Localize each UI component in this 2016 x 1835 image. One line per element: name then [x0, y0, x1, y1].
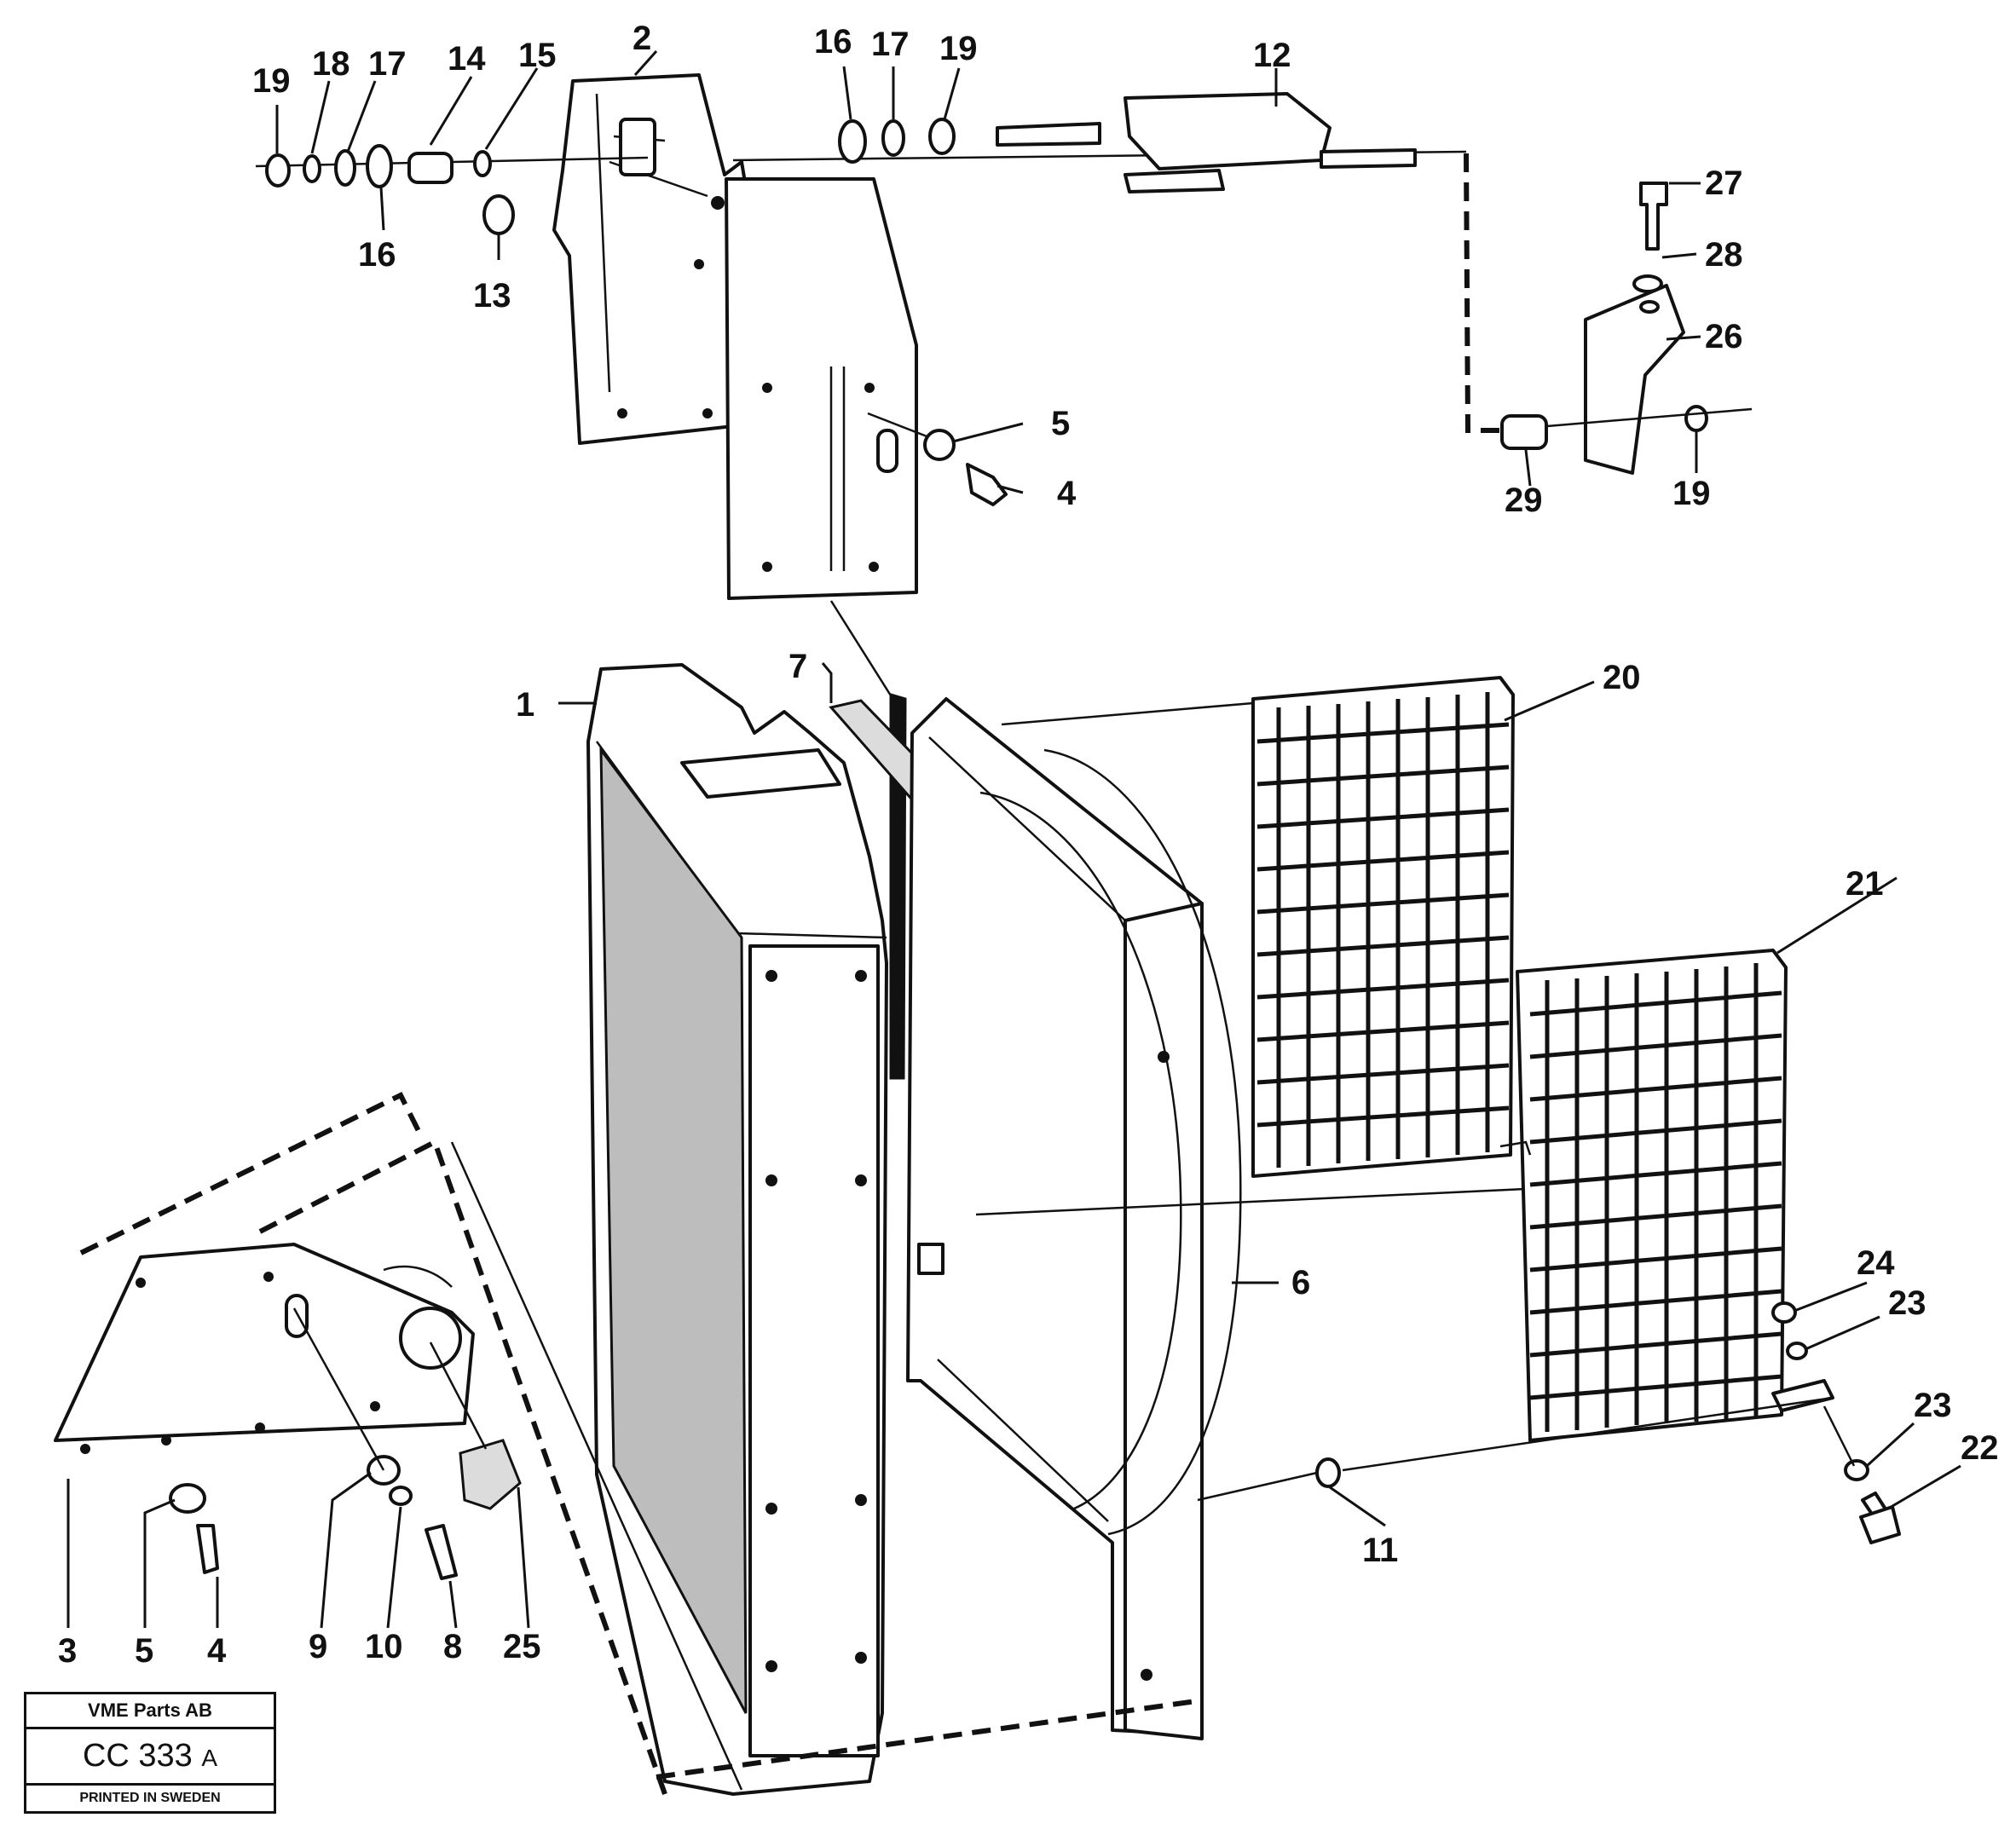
callout-2: 2 — [633, 20, 651, 57]
callout-10: 10 — [365, 1628, 403, 1665]
bracket-part-26 — [1464, 153, 1753, 475]
callout-28: 28 — [1705, 236, 1743, 274]
drawing-number: CC 333 — [82, 1738, 193, 1774]
callout-9: 9 — [309, 1628, 327, 1665]
grille-part-20 — [975, 676, 1527, 1216]
callout-23: 23 — [1914, 1387, 1952, 1424]
callout-5: 5 — [1051, 405, 1070, 442]
callout-22: 22 — [1961, 1429, 1999, 1467]
leader-lines — [66, 50, 1961, 1629]
fasteners-bottom-left — [169, 1307, 522, 1580]
callout-labels: 19 18 17 14 15 2 16 13 16 17 19 12 5 4 2… — [58, 20, 1999, 1670]
callout-21: 21 — [1846, 865, 1884, 903]
callout-27: 27 — [1705, 164, 1743, 202]
bracket-part-3 — [54, 1243, 475, 1454]
callout-26: 26 — [1705, 318, 1743, 355]
callout-6: 6 — [1291, 1264, 1310, 1301]
callout-4: 4 — [1057, 475, 1077, 512]
dashed-assembly-lines — [79, 600, 1203, 1795]
callout-5: 5 — [135, 1632, 153, 1670]
drawing-revision: A — [201, 1745, 218, 1771]
fan-shroud-part-6 — [906, 697, 1242, 1740]
callout-7: 7 — [788, 648, 807, 685]
washer-bolt-top — [867, 412, 1008, 506]
callout-12: 12 — [1253, 37, 1291, 74]
company-name: VME Parts AB — [26, 1694, 274, 1729]
callout-19: 19 — [939, 30, 978, 67]
fasteners-bottom-right — [1197, 1301, 1901, 1544]
callout-20: 20 — [1603, 659, 1641, 696]
callout-13: 13 — [473, 277, 511, 314]
callout-1: 1 — [516, 686, 534, 724]
fastener-stack-top-left — [255, 144, 649, 235]
callout-23: 23 — [1888, 1284, 1926, 1322]
title-block: VME Parts AB CC 333 A PRINTED IN SWEDEN — [24, 1692, 276, 1814]
callout-17: 17 — [871, 26, 910, 63]
callout-18: 18 — [312, 45, 350, 83]
callout-24: 24 — [1857, 1244, 1895, 1282]
callout-19: 19 — [1672, 475, 1711, 512]
radiator-holes — [765, 970, 867, 1672]
callout-14: 14 — [448, 40, 486, 78]
callout-15: 15 — [518, 37, 557, 74]
callout-25: 25 — [503, 1628, 541, 1665]
bracket-part-2 — [552, 73, 748, 445]
printed-note: PRINTED IN SWEDEN — [79, 1791, 221, 1805]
grille-part-21 — [1499, 949, 1834, 1442]
callout-4: 4 — [207, 1632, 227, 1670]
drawing-code: CC 333 A — [26, 1729, 274, 1786]
callout-8: 8 — [443, 1628, 462, 1665]
callout-11: 11 — [1362, 1532, 1398, 1569]
callout-17: 17 — [368, 45, 407, 83]
fastener-stack-top-right — [732, 92, 1467, 193]
callout-19: 19 — [252, 62, 291, 100]
radiator-part-1 — [586, 663, 907, 1796]
mounting-plate-top — [711, 177, 918, 600]
callout-16: 16 — [358, 236, 396, 274]
callout-29: 29 — [1505, 482, 1543, 519]
callout-16: 16 — [814, 23, 852, 61]
callout-3: 3 — [58, 1632, 77, 1670]
